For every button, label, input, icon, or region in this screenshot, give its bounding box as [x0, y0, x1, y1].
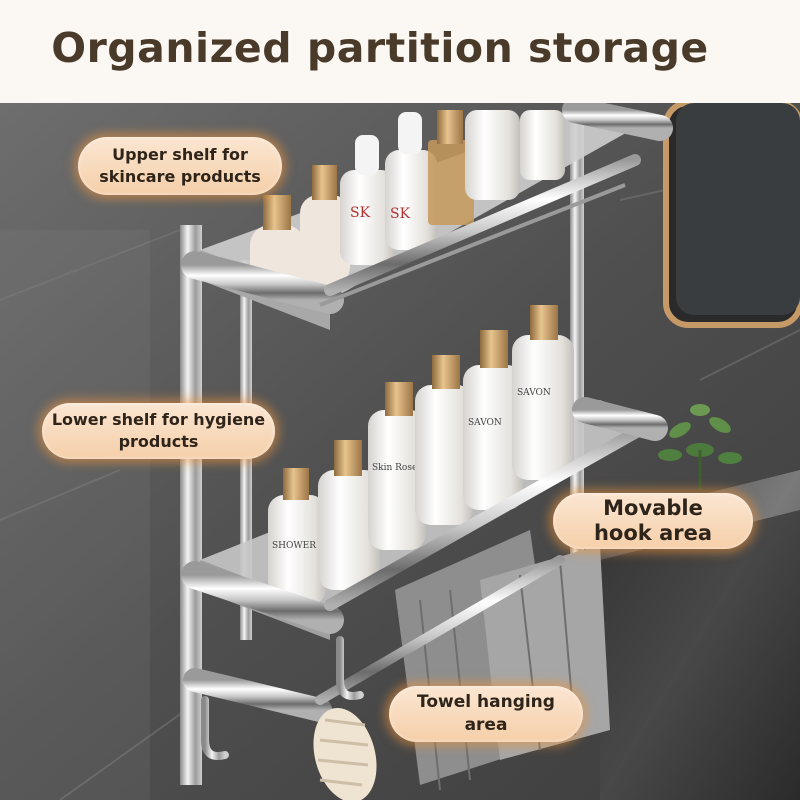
- page-title: Organized partition storage: [51, 24, 709, 72]
- svg-text:SHOWER GEL: SHOWER GEL: [272, 541, 339, 551]
- label-lower-shelf-text: Lower shelf for hygiene products: [51, 410, 266, 451]
- lower-bottles: SHOWER GEL Skin Rose SAVON SAVON: [268, 305, 574, 605]
- label-upper-shelf: Upper shelf for skincare products: [78, 137, 282, 195]
- upper-bottles: SK SK: [250, 110, 565, 295]
- svg-text:SK: SK: [390, 206, 411, 222]
- label-hook-area: Movable hook area: [553, 493, 753, 549]
- label-hook-area-text: Movable hook area: [593, 496, 713, 545]
- svg-text:SK: SK: [350, 205, 371, 221]
- label-towel-area-text: Towel hanging area: [417, 692, 555, 735]
- bathroom-photo: SK SK SHOWER GEL Skin Rose: [0, 103, 800, 800]
- label-towel-area: Towel hanging area: [389, 686, 583, 742]
- hooks: [201, 636, 364, 760]
- svg-text:SAVON: SAVON: [517, 388, 551, 398]
- wall-bracket: [180, 225, 202, 785]
- title-banner: Organized partition storage: [0, 0, 800, 103]
- svg-text:Skin Rose: Skin Rose: [372, 463, 417, 473]
- plant: [658, 404, 742, 490]
- bath-brush: [313, 707, 377, 800]
- label-upper-shelf-text: Upper shelf for skincare products: [99, 145, 261, 186]
- svg-text:SAVON: SAVON: [468, 418, 502, 428]
- label-lower-shelf: Lower shelf for hygiene products: [42, 403, 275, 459]
